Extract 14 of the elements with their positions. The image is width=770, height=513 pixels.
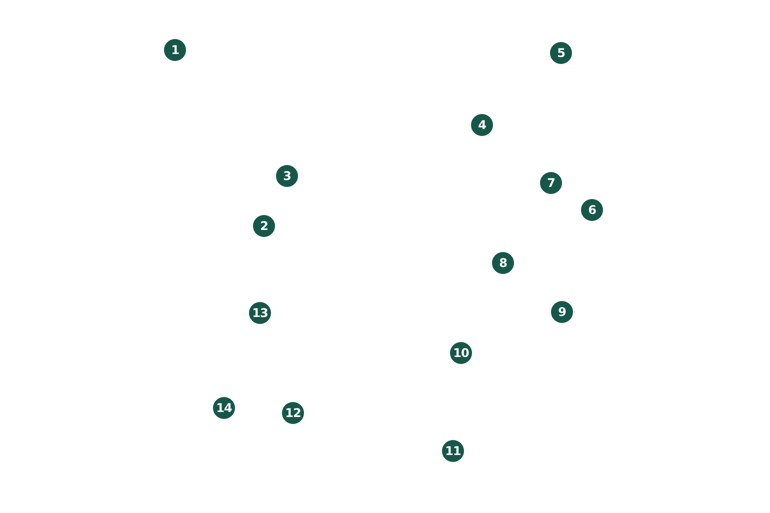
callout-number: 12 [282,402,304,424]
callout-number: 7 [540,172,562,194]
callout-number: 2 [253,215,275,237]
callout-number: 1 [164,39,186,61]
callout-number: 13 [249,302,271,324]
callout-number: 6 [581,199,603,221]
callout-number: 14 [213,397,235,419]
callout-number: 3 [276,165,298,187]
callout-number: 8 [492,252,514,274]
callout-number: 11 [442,440,464,462]
callout-number: 10 [450,342,472,364]
callout-number: 4 [471,114,493,136]
callout-number: 9 [551,301,573,323]
callout-number: 5 [550,42,572,64]
